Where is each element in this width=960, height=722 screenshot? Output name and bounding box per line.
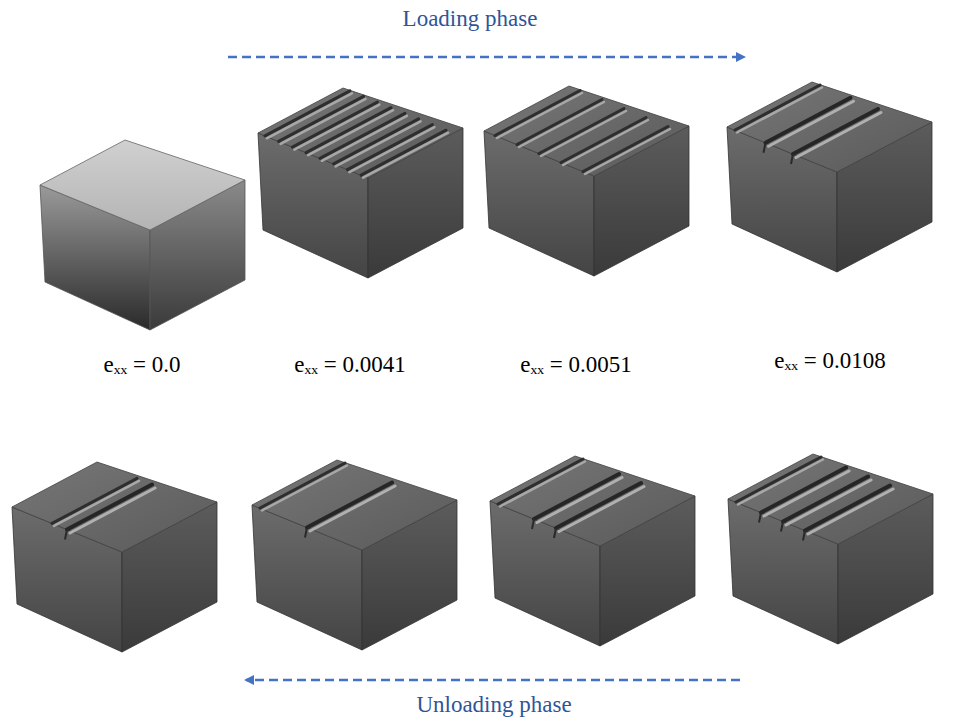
phase-label: Loading phase xyxy=(403,6,538,32)
wrinkled-cube xyxy=(258,88,463,278)
wrinkled-cube xyxy=(484,86,689,276)
wrinkled-cube xyxy=(727,82,932,272)
loading-arrow xyxy=(228,56,744,59)
strain-label: eₓₓ = 0.0 xyxy=(104,352,181,378)
cube xyxy=(40,140,245,330)
wrinkled-cube xyxy=(490,456,695,646)
phase-label: Unloading phase xyxy=(416,692,571,718)
strain-label: eₓₓ = 0.0041 xyxy=(294,352,405,378)
unloading-arrow xyxy=(246,679,740,682)
strain-label: eₓₓ = 0.0108 xyxy=(774,348,885,374)
wrinkled-cube xyxy=(252,460,457,650)
wrinkled-cube xyxy=(12,462,217,652)
strain-label: eₓₓ = 0.0051 xyxy=(520,352,631,378)
wrinkled-cube xyxy=(728,454,933,644)
